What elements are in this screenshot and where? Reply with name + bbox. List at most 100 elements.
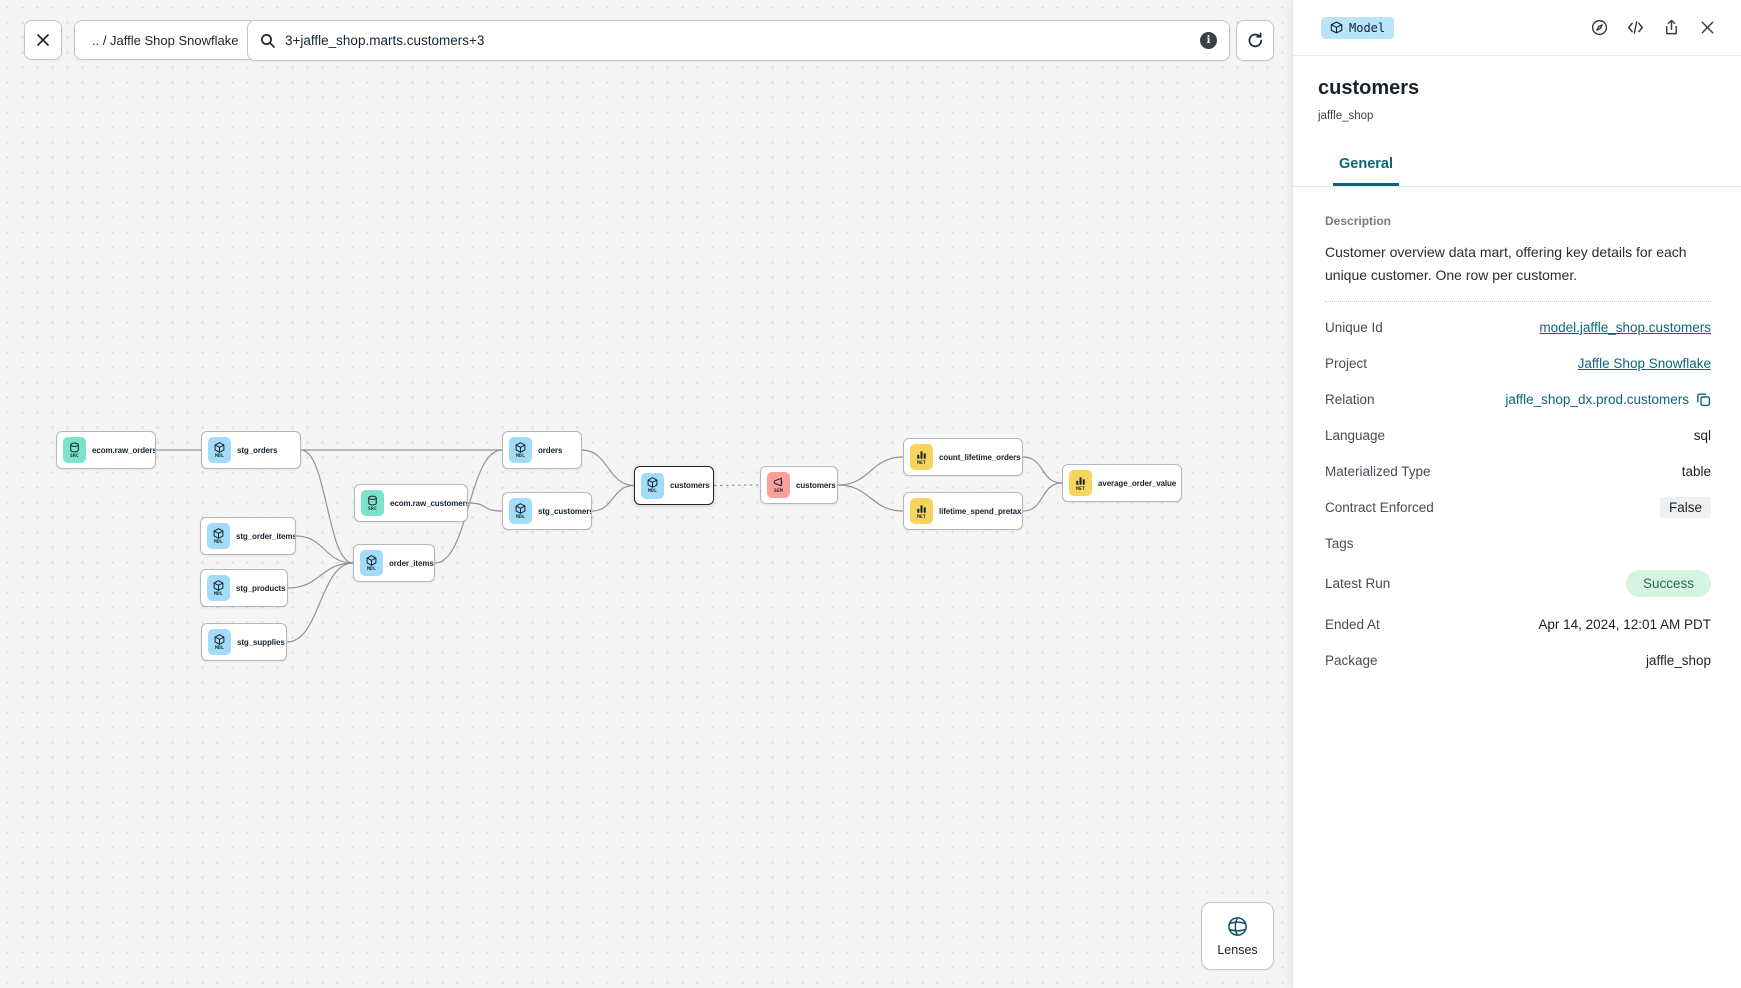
page-title: customers	[1318, 77, 1420, 99]
close-lineage-button[interactable]	[24, 20, 62, 60]
search-input[interactable]	[285, 33, 1191, 48]
lineage-edge-stg_order_items-order_items	[295, 535, 354, 564]
model-cube-icon: MDL	[207, 575, 230, 601]
search-icon	[261, 33, 275, 48]
cube-icon	[1330, 21, 1343, 34]
copy-icon[interactable]	[1696, 392, 1711, 407]
lineage-edge-stg_customers-customers	[591, 484, 635, 512]
contract-badge: False	[1659, 496, 1711, 518]
node-label: count_lifetime_orders	[939, 452, 1021, 462]
node-label: order_items	[389, 558, 434, 568]
row-label: Latest Run	[1325, 576, 1391, 592]
panel-content: Description Customer overview data mart,…	[1293, 187, 1741, 678]
close-icon	[37, 34, 49, 46]
status-badge[interactable]: Success	[1625, 570, 1711, 598]
share-icon[interactable]	[1663, 19, 1680, 36]
lineage-edge-customers_sem-count_lifetime_orders	[837, 456, 904, 486]
node-label: stg_orders	[237, 445, 278, 455]
breadcrumb[interactable]: .. / Jaffle Shop Snowflake	[74, 20, 257, 60]
graph-node-orders[interactable]: MDL orders	[502, 431, 582, 469]
lineage-edge-stg_products-order_items	[287, 562, 354, 589]
node-label: stg_order_items	[236, 531, 296, 541]
node-label: average_order_value	[1098, 478, 1177, 488]
node-label: stg_customers	[538, 506, 592, 516]
model-cube-icon: MDL	[208, 437, 231, 463]
row-label: Tags	[1325, 535, 1354, 551]
metric-chart-icon: MET	[910, 444, 933, 470]
graph-node-average_order_value[interactable]: MET average_order_value	[1062, 464, 1182, 502]
lineage-edge-stg_orders-order_items	[300, 449, 354, 564]
panel-tabs: General	[1293, 147, 1741, 187]
graph-node-raw_customers[interactable]: SRC ecom.raw_customers	[354, 484, 468, 522]
graph-node-stg_products[interactable]: MDL stg_products	[200, 569, 288, 607]
graph-node-stg_customers[interactable]: MDL stg_customers	[502, 492, 592, 530]
node-label: ecom.raw_customers	[390, 498, 468, 508]
lineage-edge-raw_customers-stg_customers	[467, 502, 503, 512]
lenses-label: Lenses	[1217, 943, 1258, 957]
row-value: jaffle_shop	[1645, 652, 1711, 668]
detail-row-unique-id: Unique Id model.jaffle_shop.customers	[1325, 309, 1711, 345]
row-label: Contract Enforced	[1325, 499, 1434, 515]
divider	[1325, 301, 1711, 303]
detail-row-package: Package jaffle_shop	[1325, 642, 1711, 678]
lenses-button[interactable]: Lenses	[1201, 902, 1274, 970]
node-label: stg_products	[236, 583, 286, 593]
panel-header: Model	[1293, 0, 1741, 56]
description-text: Customer overview data mart, offering ke…	[1325, 244, 1687, 283]
lenses-icon	[1228, 917, 1247, 936]
model-cube-icon: MDL	[509, 437, 532, 463]
resource-type-label: Model	[1349, 20, 1386, 35]
lineage-edge-stg_supplies-order_items	[286, 562, 354, 643]
detail-row-relation: Relation jaffle_shop_dx.prod.customers	[1325, 381, 1711, 417]
graph-node-order_items[interactable]: MDL order_items	[353, 544, 435, 582]
close-panel-icon[interactable]	[1699, 19, 1716, 36]
metric-chart-icon: MET	[910, 498, 933, 524]
description-label: Description	[1325, 214, 1392, 228]
row-label: Ended At	[1325, 616, 1380, 632]
info-icon[interactable]: i	[1200, 32, 1217, 49]
panel-actions	[1591, 19, 1716, 36]
graph-node-lifetime_spend_pretax[interactable]: MET lifetime_spend_pretax	[903, 492, 1023, 530]
graph-node-customers_sem[interactable]: SEM customers	[760, 466, 838, 504]
details-panel: Model customers jaffle_shop	[1292, 0, 1741, 988]
model-cube-icon: MDL	[360, 550, 383, 576]
page-subtitle: jaffle_shop	[1318, 110, 1374, 122]
row-label: Unique Id	[1325, 319, 1383, 335]
detail-row-ended-at: Ended At Apr 14, 2024, 12:01 AM PDT	[1325, 606, 1711, 642]
model-cube-icon: MDL	[641, 472, 664, 499]
row-value: Apr 14, 2024, 12:01 AM PDT	[1538, 616, 1711, 632]
lineage-edge-count_lifetime_orders-average_order_value	[1022, 456, 1063, 484]
refresh-button[interactable]	[1236, 20, 1274, 61]
node-label: lifetime_spend_pretax	[939, 506, 1022, 516]
lineage-edge-lifetime_spend_pretax-average_order_value	[1022, 482, 1063, 512]
lineage-edge-orders-customers	[581, 449, 635, 487]
model-cube-icon: MDL	[509, 498, 532, 524]
tab-general[interactable]: General	[1333, 147, 1399, 186]
semantic-model-icon: SEM	[767, 472, 790, 498]
metric-chart-icon: MET	[1069, 470, 1092, 496]
detail-row-tags: Tags	[1325, 525, 1711, 561]
relation-value: jaffle_shop_dx.prod.customers	[1505, 391, 1689, 407]
row-label: Materialized Type	[1325, 463, 1431, 479]
node-label: orders	[538, 445, 563, 455]
row-link[interactable]: model.jaffle_shop.customers	[1539, 319, 1711, 335]
row-label: Relation	[1325, 391, 1375, 407]
resource-type-badge[interactable]: Model	[1321, 16, 1395, 39]
node-label: customers	[796, 480, 836, 490]
explore-compass-icon[interactable]	[1591, 19, 1608, 36]
graph-node-stg_orders[interactable]: MDL stg_orders	[201, 431, 301, 469]
row-label: Project	[1325, 355, 1368, 371]
source-database-icon: SRC	[361, 490, 384, 516]
code-icon[interactable]	[1627, 19, 1644, 36]
lineage-search-bar: i	[247, 20, 1230, 61]
lineage-edge-customers-customers_sem	[713, 484, 761, 487]
row-label: Package	[1325, 652, 1378, 668]
row-link[interactable]: Jaffle Shop Snowflake	[1577, 355, 1711, 371]
graph-node-count_lifetime_orders[interactable]: MET count_lifetime_orders	[903, 438, 1023, 476]
